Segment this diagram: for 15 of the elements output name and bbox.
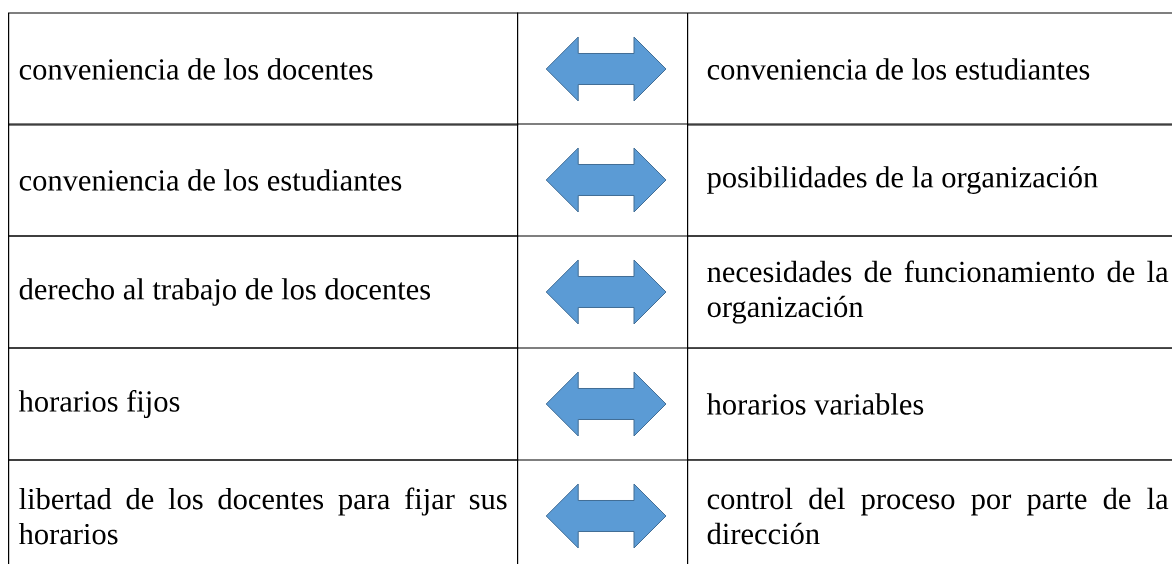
table-cell: necesidades de funcionamiento de la organización [687, 235, 1172, 349]
double-arrow [545, 259, 667, 325]
table-cell: conveniencia de los estudiantes [687, 12, 1172, 126]
table-cell: derecho al trabajo de los docentes [8, 235, 519, 349]
double-arrow [545, 483, 667, 549]
table-cell: posibilidades de la organización [687, 123, 1172, 237]
table-cell: control del proceso por parte de la dirección [687, 459, 1172, 564]
table-cell: horarios variables [687, 347, 1172, 461]
table-cell: conveniencia de los estudiantes [8, 123, 519, 237]
double-arrow [545, 371, 667, 437]
double-arrow [545, 36, 667, 102]
table-cell: horarios fijos [8, 347, 519, 461]
double-arrow [545, 147, 667, 213]
table-cell: conveniencia de los docentes [8, 12, 519, 126]
table-cell: libertad de los docentes para fijar sus horarios [8, 459, 519, 564]
